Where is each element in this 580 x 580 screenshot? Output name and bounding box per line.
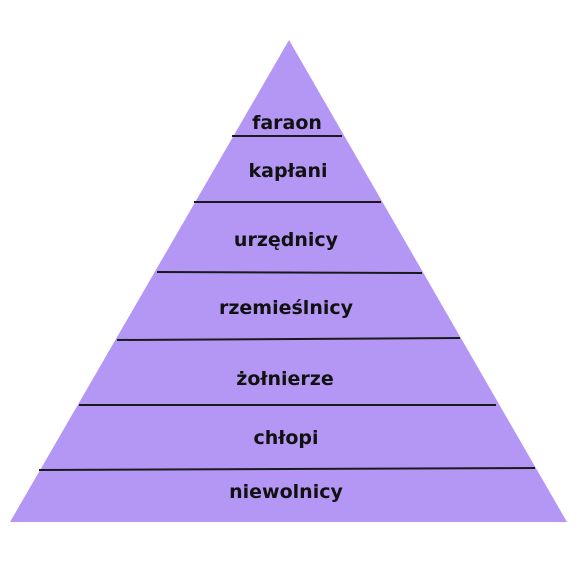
tier-divider-3 (156, 271, 423, 274)
tier-label-rzemieslnicy: rzemieślnicy (219, 297, 354, 319)
tier-divider-6 (38, 467, 536, 471)
tier-label-zolnierze: żołnierze (236, 368, 333, 390)
tier-label-urzednicy: urzędnicy (234, 229, 339, 251)
tier-label-faraon: faraon (252, 112, 322, 134)
tier-divider-4 (116, 337, 461, 341)
tier-label-niewolnicy: niewolnicy (229, 481, 343, 503)
tier-label-kaplani: kapłani (249, 160, 328, 182)
pyramid-shape (10, 40, 567, 522)
tier-label-chlopi: chłopi (253, 427, 318, 449)
